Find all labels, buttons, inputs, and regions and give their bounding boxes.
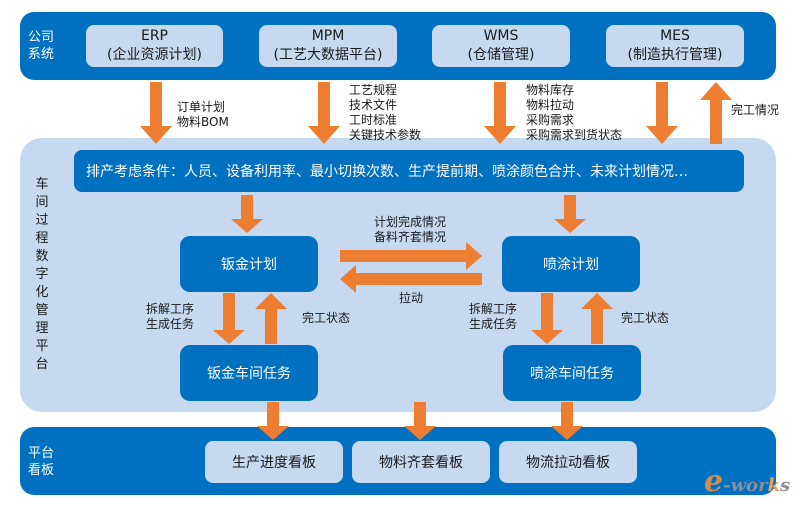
note-line: 订单计划 [177,100,226,114]
logo-mid: -wor [723,475,768,496]
arrow-wms-down [484,82,516,144]
note-line: 拆解工序 [469,302,518,316]
arrow-to-material-board [404,402,436,440]
sheet-up-note: 完工状态 [302,311,351,325]
arrow-mpm-down [308,82,340,144]
sheet-metal-plan: 钣金计划 [180,236,318,292]
system-mes: MES (制造执行管理) [606,25,744,67]
note-line: 采购需求到货状态 [526,128,623,142]
scheduling-conditions: 排产考虑条件：人员、设备利用率、最小切换次数、生产提前期、喷涂颜色合并、未来计划… [74,150,744,192]
mpm-flow-note: 工艺规程 技术文件 工时标准 关键技术参数 [349,83,421,143]
arrow-to-logistics-board [551,402,583,440]
arrow-sheet-up [255,293,287,344]
eworks-logo: e-works [704,464,790,499]
mes-up-note: 完工情况 [731,103,780,117]
system-name: MPM [311,28,345,44]
label-line: 看板 [28,463,55,478]
arrow-cond-to-paint [554,195,586,233]
arrow-paint-down [531,293,563,344]
note-line: 工时标准 [349,113,398,127]
paint-up-note: 完工状态 [621,311,670,325]
system-name: ERP [140,28,168,44]
system-desc: (制造执行管理) [627,47,723,63]
note-line: 物料拉动 [526,98,575,112]
platform-label: 车间过程数字化管理平台 [35,177,49,372]
note-line: 计划完成情况 [374,215,447,229]
arrow-erp-down [140,82,172,144]
note-line: 备料齐套情况 [374,230,447,244]
arrow-mes-up [700,82,732,144]
system-mpm: MPM (工艺大数据平台) [259,25,397,67]
logo-s: s [780,475,791,496]
label-line: 平台 [28,446,55,461]
system-wms: WMS (仓储管理) [432,25,570,67]
note-line: 关键技术参数 [349,128,422,142]
sheet-metal-workshop-task: 钣金车间任务 [180,345,318,401]
note-line: 生成任务 [469,317,518,331]
label-line: 公司 [28,30,55,45]
note-line: 工艺规程 [349,83,398,97]
system-name: WMS [483,28,519,44]
note-line: 采购需求 [526,113,575,127]
note-line: 物料库存 [526,83,575,97]
painting-plan: 喷涂计划 [502,236,640,292]
logo-k: k [767,475,781,496]
material-kitting-board: 物料齐套看板 [352,441,490,483]
sheet-down-note: 拆解工序 生成任务 [146,302,194,332]
kanban-label: 平台 看板 [28,445,54,479]
logo-e: e [704,464,724,499]
system-name: MES [660,28,690,44]
logistics-pull-board: 物流拉动看板 [499,441,637,483]
note-line: 生成任务 [146,317,195,331]
plan-to-paint-note: 计划完成情况 备料齐套情况 [374,215,446,245]
company-systems-label: 公司 系统 [28,29,54,63]
arrow-mes-down [646,82,678,144]
note-line: 拆解工序 [146,302,195,316]
production-progress-board: 生产进度看板 [205,441,343,483]
painting-workshop-task: 喷涂车间任务 [503,345,641,401]
note-line: 技术文件 [349,98,398,112]
system-erp: ERP (企业资源计划) [86,25,223,67]
arrow-to-progress-board [257,402,289,440]
arrow-cond-to-sheet [231,195,263,233]
erp-flow-note: 订单计划 物料BOM [177,100,229,130]
wms-flow-note: 物料库存 物料拉动 采购需求 采购需求到货状态 [526,83,622,143]
note-line: 物料BOM [177,115,229,129]
arrow-sheet-down [213,293,245,344]
arrow-sheet-to-paint [340,242,482,270]
arrow-paint-up [581,293,613,344]
arrow-paint-to-sheet [340,265,482,293]
system-desc: (仓储管理) [467,47,535,63]
pull-note: 拉动 [399,291,424,305]
label-line: 系统 [28,47,55,62]
system-desc: (企业资源计划) [107,47,202,63]
paint-down-note: 拆解工序 生成任务 [469,302,517,332]
system-desc: (工艺大数据平台) [273,47,383,63]
